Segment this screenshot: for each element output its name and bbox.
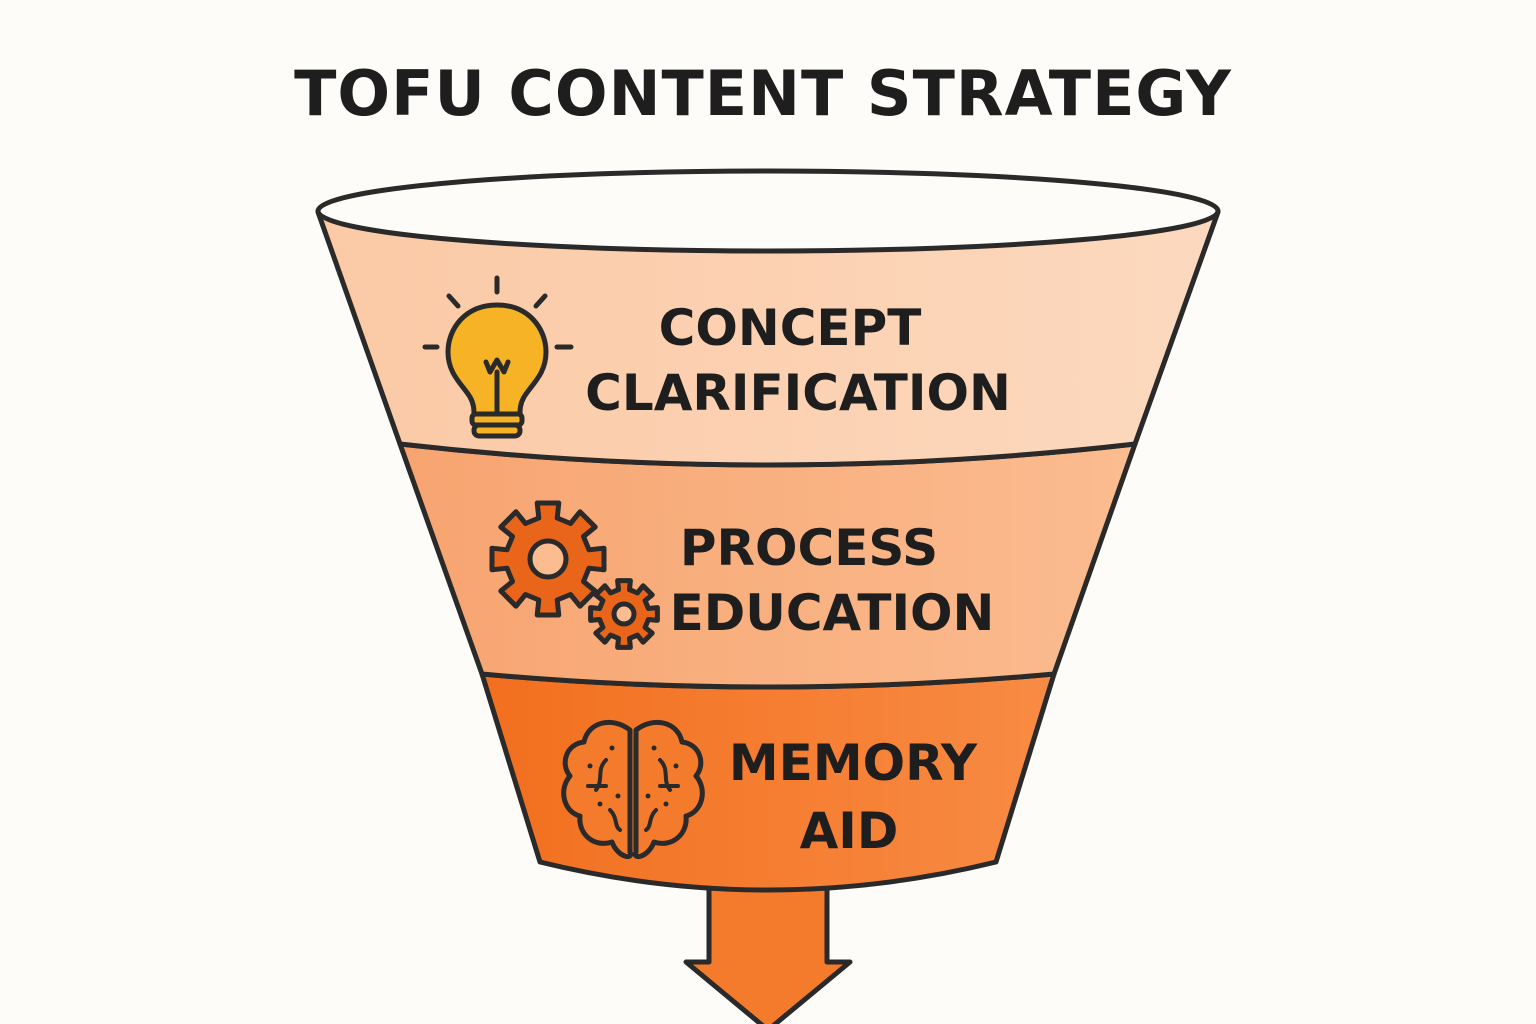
stage-2-label-line2: EDUCATION [670,584,995,642]
stage-2-label-line1: PROCESS [680,519,938,577]
stage-3-label-line1: MEMORY [729,734,978,792]
large-gear-hole [527,538,569,580]
small-gear-hole [611,601,637,627]
lightbulb-icon [422,275,574,439]
down-arrow [683,879,853,1024]
stage-1-label-line1: CONCEPT [659,299,922,357]
stage-1-label-line2: CLARIFICATION [585,364,1011,422]
gears-icon [489,500,660,650]
funnel-rim [315,168,1221,254]
brain-icon [561,719,705,860]
stage-3-label-line2: AID [800,802,899,860]
page-title: TOFU CONTENT STRATEGY [294,57,1232,130]
